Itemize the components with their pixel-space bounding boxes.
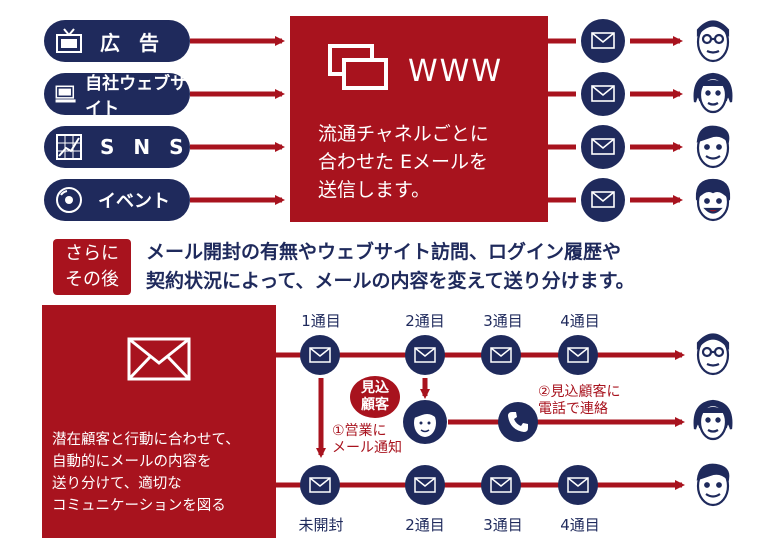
hub-text-line: 合わせた Eメールを [318, 151, 489, 173]
face-prospect-icon [414, 407, 437, 437]
envelope-icons-top [591, 32, 615, 208]
windows-icon [328, 44, 388, 90]
flow-description-box: 潜在顧客と行動に合わせて、 自動的にメールの内容を 送り分けて、適切な コミュニ… [42, 305, 276, 538]
channel-ad: 広 告 [44, 20, 190, 62]
face-woman-icon [693, 72, 733, 114]
hub-text-line: 送信します。 [318, 179, 431, 201]
tv-icon [56, 28, 82, 53]
envelope-node [558, 465, 598, 505]
hub-text-line: 流通チャネルごとに [318, 123, 489, 145]
envelope-icon-large [127, 337, 191, 381]
step-label: 未開封 [298, 516, 344, 534]
step-label: 4通目 [560, 516, 600, 534]
call-notice-line: 電話で連絡 [538, 401, 608, 417]
channel-label: イベント [98, 191, 170, 212]
sns-grid-icon [56, 134, 82, 160]
hub-box: WWW 流通チャネルごとに 合わせた Eメールを 送信します。 [290, 16, 548, 222]
customer-faces-top [693, 20, 733, 222]
cd-icon [56, 187, 82, 213]
step-label: 4通目 [560, 312, 600, 330]
call-notice-text: ②見込顧客に 電話で連絡 [538, 384, 621, 418]
flow-description-text: 潜在顧客と行動に合わせて、 自動的にメールの内容を 送り分けて、適切な コミュニ… [52, 429, 240, 517]
sales-notice-line: ①営業に [332, 423, 387, 439]
face-man-icon [696, 463, 730, 507]
step-label: 2通目 [405, 516, 445, 534]
channel-website: 自社ウェブサイト [44, 73, 190, 119]
face-girl-icon [695, 178, 731, 222]
after-badge: さらに その後 [53, 239, 131, 295]
envelope-node [481, 465, 521, 505]
hub-text: 流通チャネルごとに 合わせた Eメールを 送信します。 [318, 120, 489, 204]
face-woman-icon [693, 399, 733, 441]
envelope-node [405, 335, 445, 375]
channel-label: S N S [100, 135, 190, 159]
customer-faces-flow [693, 333, 733, 507]
after-text-line: 契約状況によって、メールの内容を変えて送り分けます。 [146, 270, 635, 292]
after-badge-line: さらに [65, 243, 119, 264]
flow-desc-line: 潜在顧客と行動に合わせて、 [52, 432, 240, 448]
after-badge-line: その後 [65, 269, 119, 290]
channel-arrows [190, 36, 683, 205]
prospect-badge-line: 顧客 [361, 397, 389, 413]
after-description: メール開封の有無やウェブサイト訪問、ログイン履歴や 契約状況によって、メールの内… [146, 238, 635, 296]
channel-event: イベント [44, 179, 190, 221]
channel-label: 広 告 [100, 30, 165, 55]
phone-node [498, 402, 538, 442]
phone-icon [508, 412, 528, 432]
flow-arrows [276, 350, 685, 490]
envelope-node [300, 335, 340, 375]
step-label: 2通目 [405, 312, 445, 330]
sales-notice-line: メール通知 [332, 440, 402, 456]
envelope-node [300, 465, 340, 505]
step-label: 1通目 [301, 312, 341, 330]
step-label: 3通目 [483, 516, 523, 534]
after-text-line: メール開封の有無やウェブサイト訪問、ログイン履歴や [146, 241, 622, 263]
face-glasses-icon [696, 333, 730, 376]
flow-desc-line: 自動的にメールの内容を [52, 454, 212, 470]
face-glasses-icon [696, 20, 730, 63]
envelope-node [405, 465, 445, 505]
computer-icon [55, 85, 76, 103]
channel-sns: S N S [44, 126, 190, 168]
step-label: 3通目 [483, 312, 523, 330]
call-notice-line: ②見込顧客に [538, 384, 621, 400]
prospect-badge-line: 見込 [361, 380, 389, 396]
envelope-node [481, 335, 521, 375]
prospect-badge: 見込 顧客 [350, 376, 400, 418]
envelope-node [558, 335, 598, 375]
hub-www: WWW [408, 54, 503, 89]
sales-notice-text: ①営業に メール通知 [332, 423, 402, 457]
flow-desc-line: コミュニケーションを図る [52, 498, 226, 514]
flow-desc-line: 送り分けて、適切な [52, 476, 182, 492]
channel-label: 自社ウェブサイト [85, 74, 188, 119]
face-man-icon [696, 125, 730, 169]
